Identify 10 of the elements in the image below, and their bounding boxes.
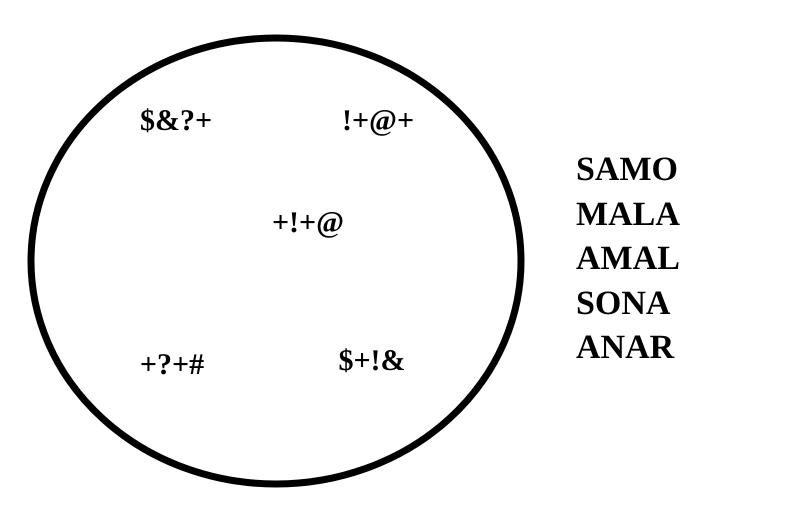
- word-option: MALA: [576, 198, 680, 232]
- code-word: $+!&: [338, 346, 406, 376]
- word-option: SONA: [576, 286, 670, 320]
- code-word: $&?+: [140, 106, 212, 136]
- code-word: +!+@: [272, 208, 344, 238]
- code-word: !+@+: [342, 106, 414, 136]
- word-option: ANAR: [576, 331, 674, 365]
- word-option: SAMO: [576, 153, 678, 187]
- code-word: +?+#: [140, 350, 204, 380]
- word-option: AMAL: [576, 242, 680, 276]
